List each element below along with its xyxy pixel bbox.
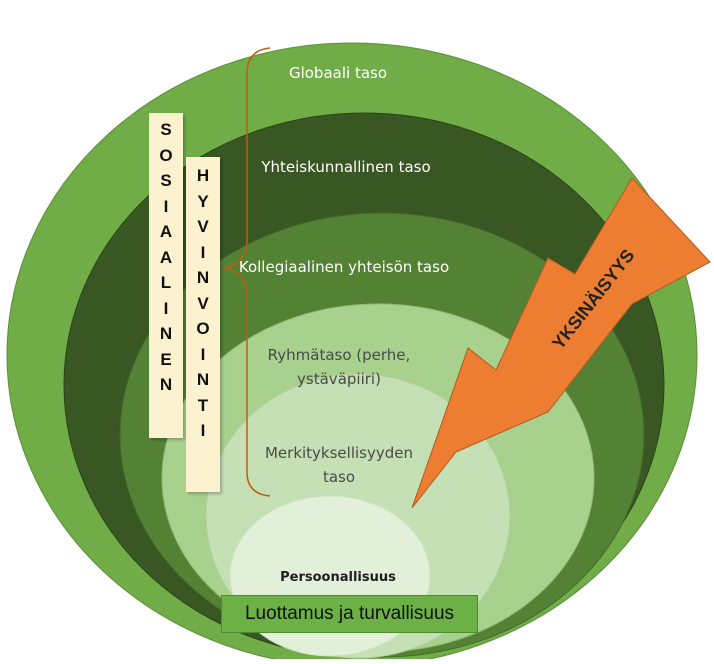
sosiaalinen-letter: N <box>159 324 173 343</box>
level-societal-label: Yhteiskunnallinen taso <box>260 158 430 176</box>
hyvinvointi-letter: N <box>196 370 210 389</box>
sosiaalinen-letter: I <box>163 196 169 216</box>
sosiaalinen-letter: S <box>160 171 172 190</box>
hyvinvointi-letter: V <box>197 293 209 313</box>
sosiaalinen-letter: L <box>160 273 172 292</box>
level-meaning-label-line2: taso <box>323 468 355 486</box>
hyvinvointi-letter: O <box>196 319 210 338</box>
level-bracket <box>223 47 271 497</box>
level-collegial-label: Kollegiaalinen yhteisön taso <box>239 258 449 276</box>
base-label: Luottamus ja turvallisuus <box>244 603 455 624</box>
hyvinvointi-letter: N <box>196 268 210 287</box>
level-group-label-line2: ystäväpiiri) <box>297 370 381 388</box>
level-personality-label: Persoonallisuus <box>280 570 396 585</box>
level-global-label: Globaali taso <box>289 64 387 82</box>
hyvinvointi-letter: I <box>200 242 206 262</box>
loneliness-lightning <box>411 177 711 509</box>
hyvinvointi-letter: V <box>197 217 209 236</box>
hyvinvointi-letter: I <box>200 421 206 440</box>
sosiaalinen-letter: E <box>160 349 172 369</box>
base-label-box: Luottamus ja turvallisuus <box>221 595 478 633</box>
sosiaalinen-letter: A <box>159 247 173 267</box>
hyvinvointi-letter: I <box>200 344 206 364</box>
sosiaalinen-letter: A <box>159 222 173 241</box>
sosiaalinen-letter: O <box>159 145 173 165</box>
hyvinvointi-letter: Y <box>197 191 209 211</box>
hyvinvointi-letter: T <box>197 395 209 415</box>
hyvinvointi-letter: H <box>196 166 210 185</box>
sosiaalinen-letter: I <box>163 298 169 318</box>
level-group-label-line1: Ryhmätaso (perhe, <box>268 346 411 364</box>
level-meaning-label-line1: Merkityksellisyyden <box>265 444 413 462</box>
sosiaalinen-letter: S <box>160 120 172 139</box>
sosiaalinen-letter: N <box>159 375 173 394</box>
